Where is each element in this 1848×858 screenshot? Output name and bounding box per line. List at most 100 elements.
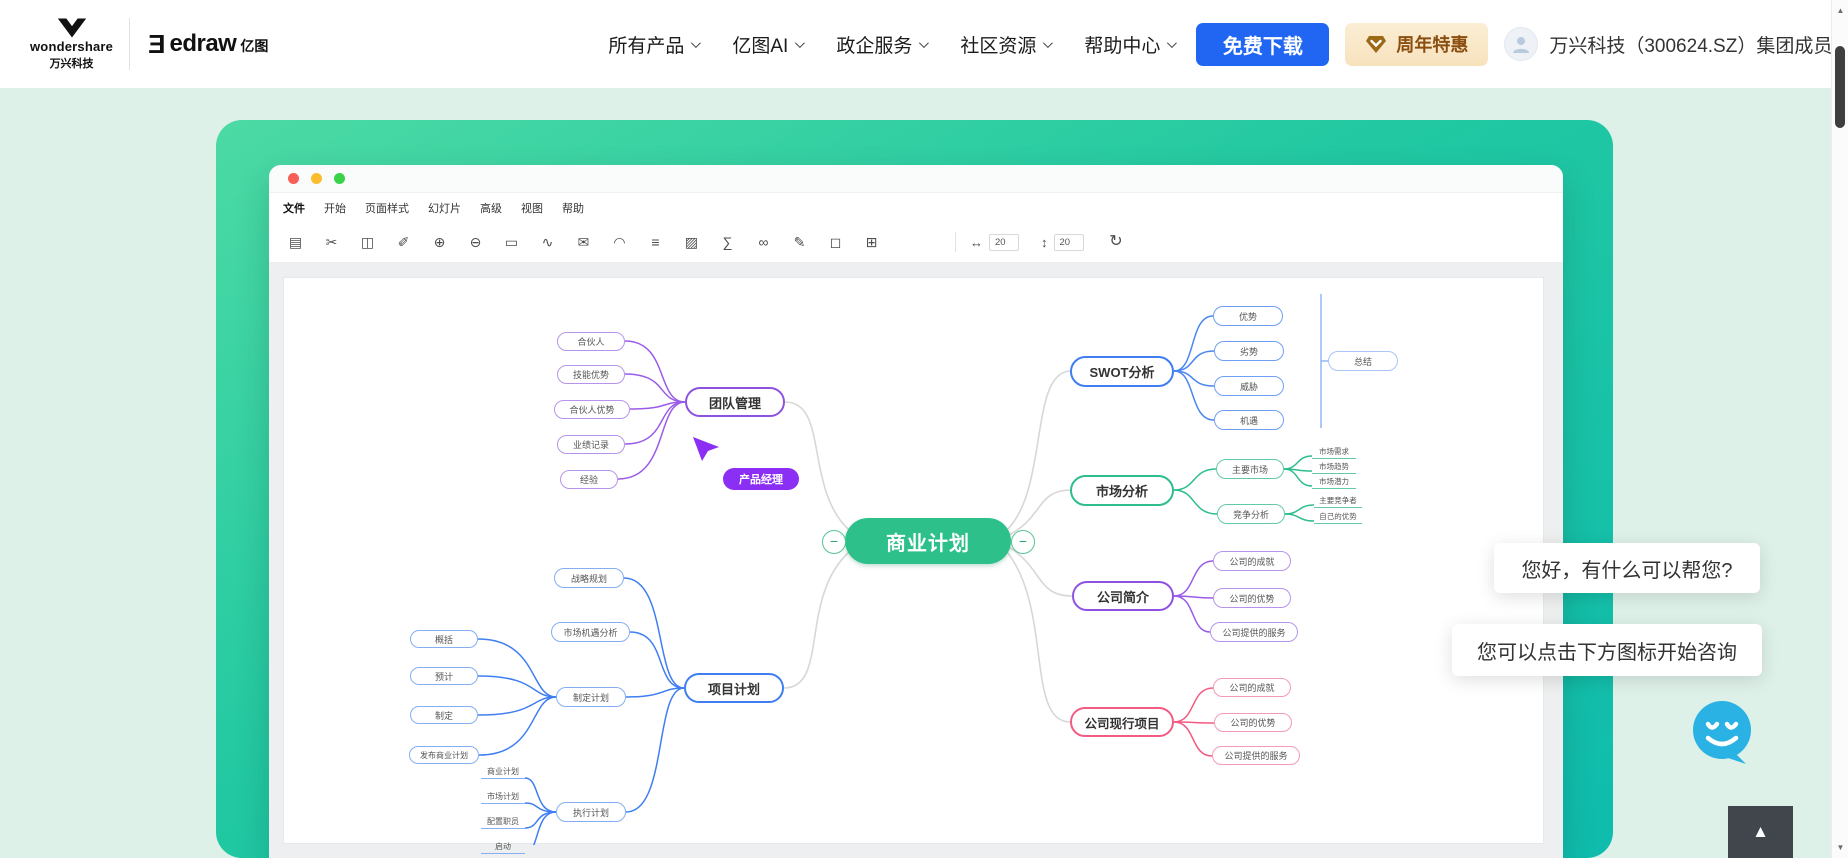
topic-node[interactable]: 公司的成就 [1213, 678, 1291, 697]
topic-node[interactable]: 预计 [410, 667, 478, 685]
horizontal-spacing-input[interactable] [989, 233, 1019, 251]
page-scrollbar[interactable]: ▲ ▼ [1831, 0, 1848, 858]
wondershare-w-icon [57, 18, 86, 38]
topic-node[interactable]: 公司的成就 [1213, 551, 1291, 571]
close-window-icon[interactable] [288, 173, 299, 184]
topic-node[interactable]: 优势 [1213, 306, 1283, 326]
account-area[interactable]: 万兴科技（300624.SZ）集团成员 [1504, 27, 1832, 61]
maximize-window-icon[interactable] [334, 173, 345, 184]
leaf-node[interactable]: 配置职员 [481, 816, 525, 829]
leaf-node[interactable]: 自己的优势 [1314, 511, 1362, 524]
nav-item-products[interactable]: 所有产品 [608, 31, 702, 58]
insert-topic-icon[interactable]: ⊕ [433, 234, 446, 250]
copy-icon[interactable]: ◫ [360, 234, 375, 250]
outline-icon[interactable]: ≡ [651, 234, 660, 250]
format-painter-icon[interactable]: ✐ [397, 234, 410, 250]
topic-node[interactable]: 主要市场 [1216, 459, 1284, 479]
branch-project-plan[interactable]: 项目计划 [684, 673, 784, 703]
topic-node[interactable]: 公司的优势 [1213, 588, 1291, 608]
free-download-button[interactable]: 免费下载 [1196, 22, 1330, 66]
topic-node[interactable]: 概括 [410, 630, 478, 648]
leaf-node[interactable]: 市场趋势 [1312, 461, 1356, 474]
user-icon [1513, 37, 1530, 53]
branch-current-projects[interactable]: 公司现行项目 [1070, 707, 1174, 737]
edraw-cn-name: 亿图 [240, 38, 269, 54]
topic-node[interactable]: 制定计划 [556, 687, 626, 707]
brand-divider [129, 18, 131, 70]
app-menubar: 文件 开始 页面样式 幻灯片 高级 视图 帮助 [269, 193, 1563, 222]
image-icon[interactable]: ▨ [684, 234, 699, 250]
topic-node[interactable]: 战略规划 [554, 568, 624, 588]
topic-node[interactable]: 发布商业计划 [409, 746, 479, 764]
mindmap: 商业计划 − − 团队管理 合伙人 技能优势 合伙人优势 业绩记录 经验 产品经… [284, 278, 1543, 854]
topic-node[interactable]: 竞争分析 [1217, 504, 1285, 524]
menu-page-style[interactable]: 页面样式 [365, 202, 409, 215]
nav-item-help[interactable]: 帮助中心 [1084, 31, 1178, 58]
topic-node[interactable]: 市场机遇分析 [551, 622, 630, 642]
nav-item-enterprise[interactable]: 政企服务 [836, 31, 930, 58]
leaf-node[interactable]: 商业计划 [481, 766, 525, 779]
topic-node[interactable]: 威胁 [1214, 376, 1284, 396]
branch-company-profile[interactable]: 公司简介 [1072, 581, 1174, 611]
leaf-node[interactable]: 市场潜力 [1312, 476, 1356, 489]
leaf-node[interactable]: 启动 [481, 841, 525, 854]
edraw-logo: Ǝ edraw 亿图 [148, 30, 268, 58]
refresh-icon[interactable]: ↻ [1109, 233, 1123, 250]
topic-node[interactable]: 劣势 [1214, 341, 1284, 361]
topic-node[interactable]: 经验 [560, 470, 618, 489]
topic-node[interactable]: 机遇 [1214, 410, 1284, 430]
cut-icon[interactable]: ✂ [325, 234, 338, 250]
insert-subtopic-icon[interactable]: ⊖ [469, 234, 482, 250]
menu-slides[interactable]: 幻灯片 [428, 202, 461, 215]
branch-team-management[interactable]: 团队管理 [685, 387, 785, 417]
leaf-node[interactable]: 市场需求 [1312, 446, 1356, 459]
scroll-up-icon[interactable]: ▲ [1836, 6, 1845, 15]
menu-view[interactable]: 视图 [521, 202, 543, 215]
menu-file[interactable]: 文件 [283, 202, 305, 215]
collaborator-cursor-label: 产品经理 [723, 468, 799, 490]
branch-swot[interactable]: SWOT分析 [1070, 356, 1174, 387]
shape-icon[interactable]: ▭ [504, 234, 519, 250]
connector-icon[interactable]: ∿ [541, 234, 554, 250]
leaf-node[interactable]: 主要竞争者 [1314, 495, 1362, 508]
menu-advanced[interactable]: 高级 [480, 202, 502, 215]
topic-node[interactable]: 公司提供的服务 [1212, 746, 1300, 765]
leaf-node[interactable]: 市场计划 [481, 791, 525, 804]
nav-item-community[interactable]: 社区资源 [960, 31, 1054, 58]
topic-node[interactable]: 技能优势 [557, 365, 625, 384]
wondershare-cn-name: 万兴科技 [49, 58, 94, 70]
table-icon[interactable]: ⊞ [865, 234, 878, 250]
canvas-page: 商业计划 − − 团队管理 合伙人 技能优势 合伙人优势 业绩记录 经验 产品经… [283, 277, 1544, 854]
collapse-right-button[interactable]: − [1011, 530, 1035, 554]
minimize-window-icon[interactable] [311, 173, 322, 184]
topic-node[interactable]: 制定 [410, 706, 478, 724]
topic-node[interactable]: 公司的优势 [1214, 713, 1292, 732]
note-icon[interactable]: ◻ [829, 234, 842, 250]
topic-node[interactable]: 公司提供的服务 [1210, 622, 1298, 642]
nav-item-ai[interactable]: 亿图AI [732, 31, 806, 58]
callout-icon[interactable]: ◠ [613, 234, 626, 250]
topic-node[interactable]: 合伙人 [557, 332, 625, 351]
vertical-spacing-input[interactable] [1053, 233, 1084, 251]
arrow-up-icon: ▲ [1752, 822, 1769, 841]
summary-node[interactable]: 总结 [1328, 351, 1398, 371]
scroll-down-icon[interactable]: ▼ [1836, 843, 1845, 852]
collapse-left-button[interactable]: − [822, 530, 846, 554]
paste-icon[interactable]: ▤ [288, 234, 303, 250]
chat-launcher-button[interactable] [1688, 698, 1758, 768]
brand-lockup[interactable]: wondershare 万兴科技 Ǝ edraw 亿图 [30, 17, 268, 71]
back-to-top-button[interactable]: ▲ [1728, 806, 1793, 858]
topic-node[interactable]: 执行计划 [556, 802, 626, 822]
topic-node[interactable]: 合伙人优势 [554, 400, 630, 419]
pencil-icon[interactable]: ✎ [793, 234, 806, 250]
anniversary-promo-badge[interactable]: 周年特惠 [1345, 22, 1489, 66]
menu-home[interactable]: 开始 [324, 202, 346, 215]
menu-help[interactable]: 帮助 [562, 202, 584, 215]
formula-icon[interactable]: ∑ [722, 234, 733, 250]
hyperlink-icon[interactable]: ∞ [758, 234, 769, 250]
scrollbar-thumb[interactable] [1835, 46, 1845, 128]
branch-market-analysis[interactable]: 市场分析 [1070, 475, 1174, 506]
central-topic[interactable]: 商业计划 [845, 518, 1011, 564]
topic-node[interactable]: 业绩记录 [557, 435, 625, 454]
comment-icon[interactable]: ✉ [577, 234, 590, 250]
